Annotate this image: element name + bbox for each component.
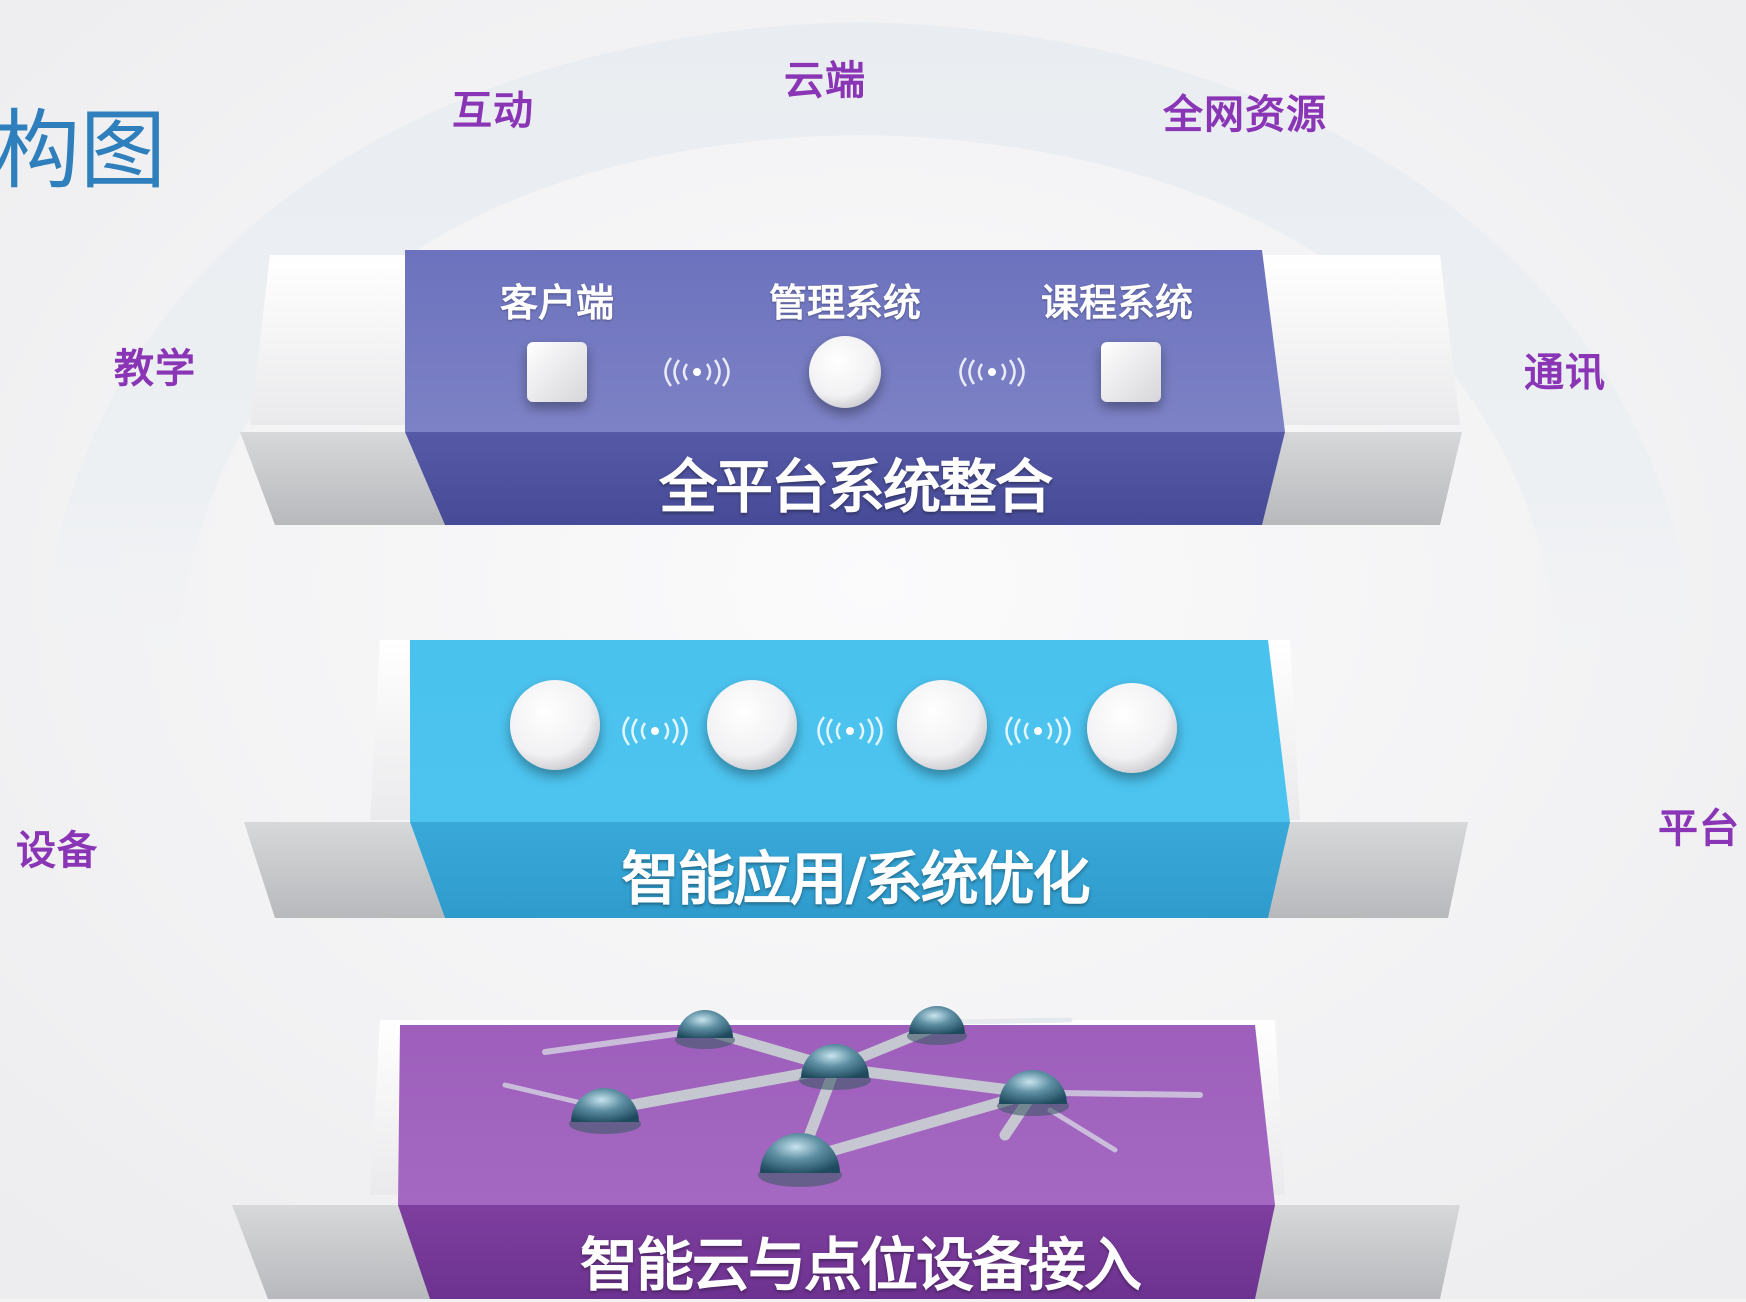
wireless-signal-icon bbox=[664, 357, 730, 387]
round-node-icon bbox=[510, 680, 600, 770]
wireless-signal-icon bbox=[959, 357, 1025, 387]
square-node-icon bbox=[527, 342, 587, 402]
layer-1-front-face bbox=[405, 432, 1285, 525]
wireless-signal-icon bbox=[622, 716, 688, 746]
layer-2-wing-left bbox=[244, 822, 445, 918]
layer-1-block bbox=[240, 250, 1462, 525]
light-streaks bbox=[502, 1017, 1203, 1153]
network-node-icon bbox=[569, 1088, 641, 1134]
layer-1-item-course-system: 课程系统 bbox=[1040, 281, 1193, 325]
network-node-icon bbox=[997, 1070, 1069, 1116]
layer-2-wing-right bbox=[1250, 822, 1468, 918]
network-node-icon bbox=[799, 1044, 871, 1090]
network-node-icon bbox=[675, 1010, 735, 1049]
round-node-icon bbox=[897, 680, 987, 770]
layer-1-item-management-system: 管理系统 bbox=[768, 281, 921, 325]
layer-3-block bbox=[232, 1006, 1460, 1299]
ring-label-interaction: 互动 bbox=[452, 88, 534, 134]
network-node-icon bbox=[907, 1006, 967, 1045]
ring-label-network-resources: 全网资源 bbox=[1163, 92, 1327, 138]
ring-label-devices: 设备 bbox=[16, 828, 98, 874]
layer-3-front-face bbox=[398, 1205, 1275, 1299]
layer-3-wing-left bbox=[232, 1205, 435, 1299]
ring-label-teaching: 教学 bbox=[114, 346, 196, 392]
square-node-icon bbox=[1101, 342, 1161, 402]
outer-ring-arch bbox=[40, 22, 1700, 700]
network-node-icon bbox=[758, 1133, 842, 1187]
ring-label-cloud: 云端 bbox=[784, 58, 866, 104]
layer-1-item-client: 客户端 bbox=[499, 281, 614, 325]
layer-2-front-face bbox=[410, 822, 1290, 918]
layer-2-block bbox=[244, 640, 1468, 918]
layer-1-wing-left bbox=[240, 432, 445, 525]
layer-3-title: 智能云与点位设备接入 bbox=[579, 1231, 1142, 1299]
page-title: 构图 bbox=[0, 101, 166, 201]
wireless-signal-icon bbox=[1005, 716, 1071, 746]
round-node-icon bbox=[1087, 683, 1177, 773]
layer-2-title: 智能应用/系统优化 bbox=[621, 845, 1090, 913]
round-node-icon bbox=[707, 680, 797, 770]
layer-3-top-face bbox=[398, 1025, 1275, 1205]
ring-label-communication: 通讯 bbox=[1524, 350, 1606, 396]
round-node-icon bbox=[809, 336, 881, 408]
layer-3-wing-right bbox=[1240, 1205, 1460, 1299]
wireless-signal-icon bbox=[817, 716, 883, 746]
layer-1-wing-right bbox=[1245, 432, 1462, 525]
layer-1-title: 全平台系统整合 bbox=[658, 453, 1053, 521]
ring-label-platform: 平台 bbox=[1658, 806, 1740, 852]
